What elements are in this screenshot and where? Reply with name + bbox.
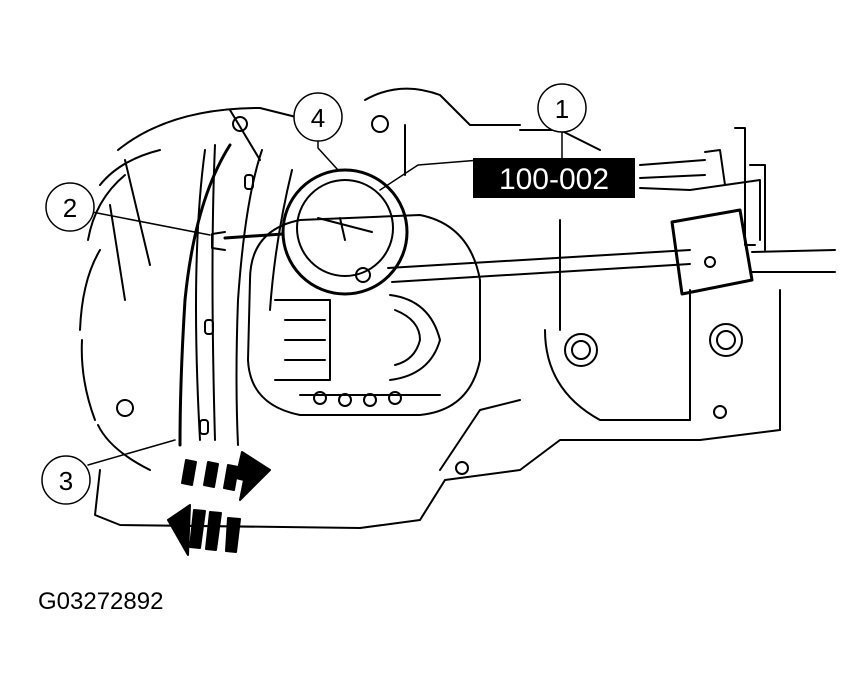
differential-gears bbox=[247, 214, 481, 416]
callout-1: 1 bbox=[537, 83, 587, 133]
tool-number-label: 100-002 bbox=[473, 158, 635, 198]
dial-indicator bbox=[211, 168, 691, 296]
callout-2: 2 bbox=[45, 182, 95, 232]
tool-number-text: 100-002 bbox=[499, 163, 609, 196]
bolts bbox=[116, 115, 743, 475]
callout-1-label: 1 bbox=[555, 94, 569, 124]
direction-arrows bbox=[167, 451, 271, 556]
figure-id: G03272892 bbox=[38, 588, 164, 615]
callout-2-label: 2 bbox=[63, 193, 77, 223]
ring-gear bbox=[178, 143, 293, 447]
dial-indicator-base bbox=[639, 127, 836, 296]
callout-4-label: 4 bbox=[311, 103, 325, 133]
callout-4: 4 bbox=[293, 92, 343, 142]
callout-3: 3 bbox=[41, 455, 91, 505]
housing-outline bbox=[79, 87, 781, 529]
callout-3-label: 3 bbox=[59, 466, 73, 496]
